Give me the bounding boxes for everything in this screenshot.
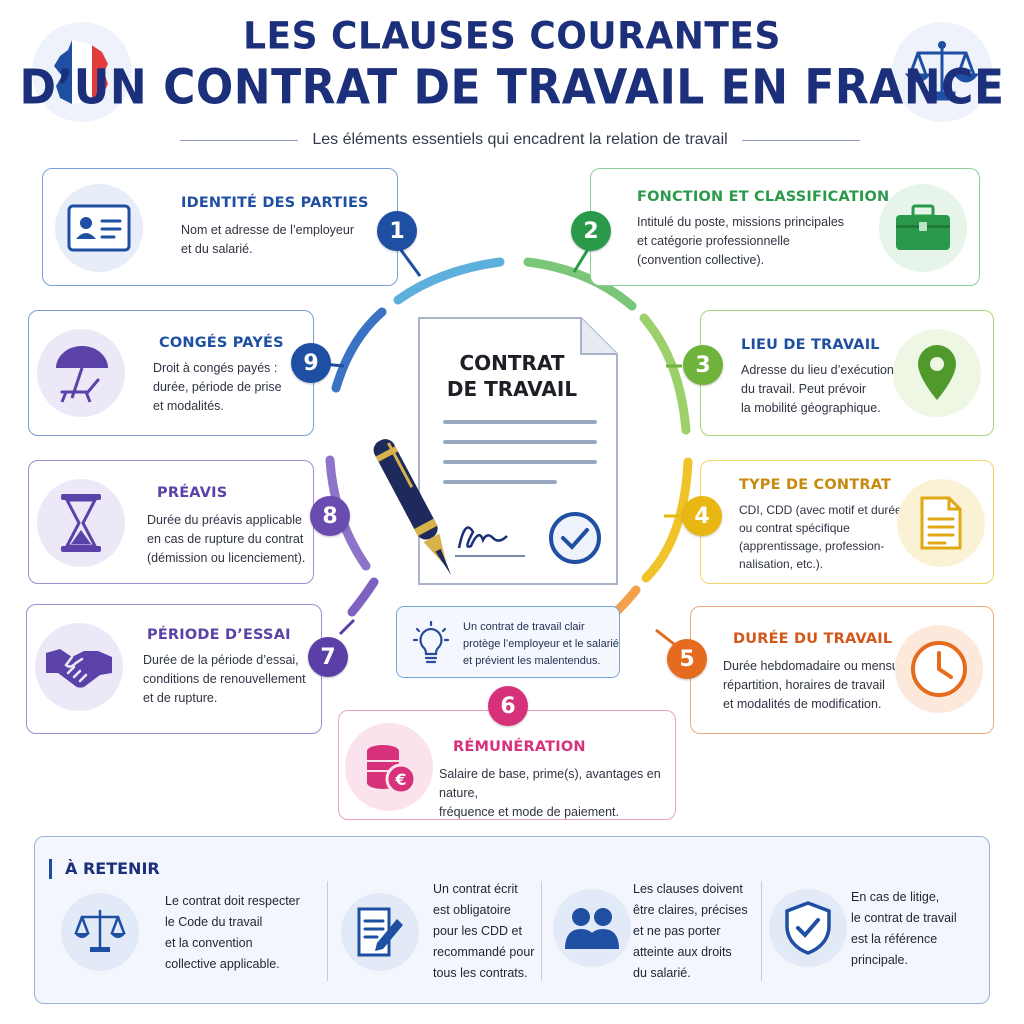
clause-number-8: 8 bbox=[310, 496, 350, 536]
scales-icon bbox=[74, 909, 126, 952]
lightbulb-icon bbox=[413, 621, 449, 664]
clause-description: Intitulé du poste, missions principales … bbox=[637, 215, 845, 267]
retenir-icon-circle bbox=[341, 893, 419, 971]
clause-card-fonction: FONCTION ET CLASSIFICATION Intitulé du p… bbox=[590, 168, 980, 286]
clause-description: Durée de la période d’essai, conditions … bbox=[143, 653, 306, 705]
clause-description: Durée hebdomadaire ou mensuelle, réparti… bbox=[723, 659, 922, 711]
clause-number-1: 1 bbox=[377, 211, 417, 251]
france-logo bbox=[32, 22, 132, 122]
clause-description: Durée du préavis applicable en cas de ru… bbox=[147, 513, 306, 565]
retenir-icon-circle bbox=[769, 889, 847, 967]
clause-icon-circle bbox=[895, 625, 983, 713]
clause-number-2: 2 bbox=[571, 211, 611, 251]
clause-number-5: 5 bbox=[667, 639, 707, 679]
clock-icon bbox=[911, 641, 967, 697]
id-card-icon bbox=[67, 204, 131, 252]
retenir-accent-bar bbox=[49, 859, 52, 879]
clause-icon-circle bbox=[897, 479, 985, 567]
clause-icon-circle bbox=[879, 184, 967, 272]
tip-text: Un contrat de travail clair protège l’em… bbox=[463, 621, 619, 667]
contract-document bbox=[418, 317, 618, 585]
retenir-panel: À RETENIR Le contrat doit respecter le C… bbox=[34, 836, 990, 1004]
clause-icon-circle bbox=[893, 329, 981, 417]
shield-check-icon bbox=[785, 901, 831, 955]
clause-number-7: 7 bbox=[308, 637, 348, 677]
retenir-text: Un contrat écrit est obligatoire pour le… bbox=[433, 882, 535, 980]
clause-title: IDENTITÉ DES PARTIES bbox=[181, 195, 369, 211]
clause-description: CDI, CDD (avec motif et durée) ou contra… bbox=[739, 503, 906, 571]
clause-title: CONGÉS PAYÉS bbox=[159, 335, 284, 351]
scales-logo bbox=[892, 22, 992, 122]
retenir-text: Les clauses doivent être claires, précis… bbox=[633, 882, 748, 980]
clause-number-3: 3 bbox=[683, 345, 723, 385]
clause-icon-circle bbox=[37, 479, 125, 567]
briefcase-icon bbox=[896, 204, 950, 250]
page-title-line2: D’UN CONTRAT DE TRAVAIL EN FRANCE bbox=[19, 59, 1005, 116]
subtitle-divider-left bbox=[180, 139, 299, 141]
subtitle-row: Les éléments essentiels qui encadrent la… bbox=[180, 128, 861, 152]
retenir-separator bbox=[541, 881, 542, 981]
page-subtitle: Les éléments essentiels qui encadrent la… bbox=[312, 131, 728, 148]
written-document-icon bbox=[357, 907, 403, 957]
scales-icon bbox=[904, 41, 980, 101]
location-pin-icon bbox=[918, 345, 956, 400]
retenir-icon-circle bbox=[553, 889, 631, 967]
clause-card-identite: IDENTITÉ DES PARTIES Nom et adresse de l… bbox=[42, 168, 398, 286]
clause-card-essai: PÉRIODE D’ESSAI Durée de la période d’es… bbox=[26, 604, 322, 734]
clause-title: LIEU DE TRAVAIL bbox=[741, 337, 880, 353]
clause-description: Nom et adresse de l’employeur et du sala… bbox=[181, 223, 354, 256]
pen-icon bbox=[373, 439, 452, 575]
retenir-title: À RETENIR bbox=[65, 859, 160, 878]
clause-card-lieu: LIEU DE TRAVAIL Adresse du lieu d’exécut… bbox=[700, 310, 994, 436]
clause-number-4: 4 bbox=[682, 496, 722, 536]
handshake-icon bbox=[46, 649, 112, 688]
clause-title: FONCTION ET CLASSIFICATION bbox=[637, 189, 890, 205]
hourglass-icon bbox=[61, 494, 101, 552]
clause-description: Droit à congés payés : durée, période de… bbox=[153, 361, 282, 413]
retenir-separator bbox=[761, 881, 762, 981]
document-title: CONTRAT DE TRAVAIL bbox=[446, 351, 578, 401]
svg-text:€: € bbox=[394, 770, 406, 789]
beach-umbrella-icon bbox=[56, 346, 108, 403]
tip-box: Un contrat de travail clair protège l’em… bbox=[396, 606, 620, 678]
clause-description: Salaire de base, prime(s), avantages en … bbox=[439, 767, 661, 819]
retenir-text: Le contrat doit respecter le Code du tra… bbox=[165, 894, 300, 971]
clause-card-remuneration: € RÉMUNÉRATION Salaire de base, prime(s)… bbox=[338, 710, 676, 820]
clause-icon-circle bbox=[55, 184, 143, 272]
subtitle-divider-right bbox=[741, 139, 861, 141]
people-icon bbox=[565, 908, 619, 949]
coins-euro-icon: € bbox=[367, 745, 417, 795]
page-title-line1: LES CLAUSES COURANTES bbox=[243, 14, 781, 59]
clause-title: TYPE DE CONTRAT bbox=[739, 477, 892, 493]
retenir-separator bbox=[327, 881, 328, 981]
clause-number-9: 9 bbox=[291, 343, 331, 383]
clause-title: RÉMUNÉRATION bbox=[453, 739, 586, 755]
clause-card-duree: DURÉE DU TRAVAIL Durée hebdomadaire ou m… bbox=[690, 606, 994, 734]
france-map-icon bbox=[54, 40, 108, 104]
retenir-icon-circle bbox=[61, 893, 139, 971]
document-icon bbox=[920, 496, 962, 550]
clause-number-6: 6 bbox=[488, 686, 528, 726]
clause-card-preavis: PRÉAVIS Durée du préavis applicable en c… bbox=[28, 460, 314, 584]
clause-icon-circle bbox=[35, 623, 123, 711]
clause-title: DURÉE DU TRAVAIL bbox=[733, 631, 893, 647]
clause-title: PÉRIODE D’ESSAI bbox=[147, 627, 291, 643]
clause-card-conges: CONGÉS PAYÉS Droit à congés payés : duré… bbox=[28, 310, 314, 436]
clause-card-type: TYPE DE CONTRAT CDI, CDD (avec motif et … bbox=[700, 460, 994, 584]
clause-title: PRÉAVIS bbox=[157, 485, 228, 501]
retenir-text: En cas de litige, le contrat de travail … bbox=[851, 890, 957, 967]
clause-description: Adresse du lieu d’exécution du travail. … bbox=[741, 363, 894, 415]
clause-icon-circle: € bbox=[345, 723, 433, 811]
clause-icon-circle bbox=[37, 329, 125, 417]
